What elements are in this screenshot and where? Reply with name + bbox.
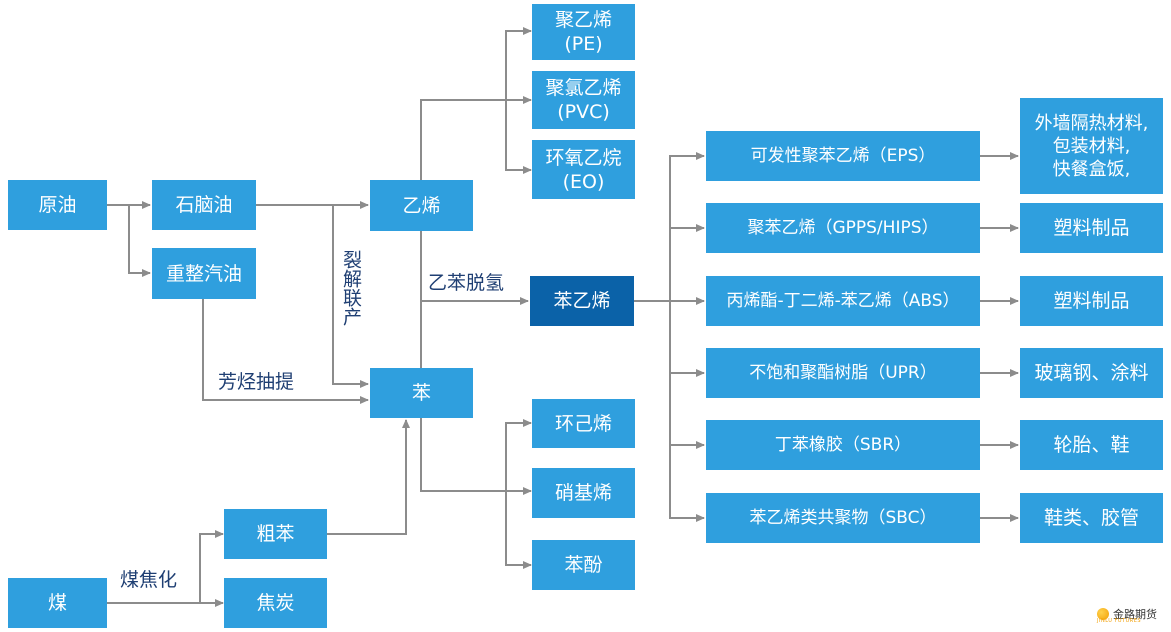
node-eo: 环氧乙烷 (EO) bbox=[532, 140, 635, 199]
label-coal-coking: 煤焦化 bbox=[120, 569, 178, 591]
node-coke: 焦炭 bbox=[224, 578, 327, 628]
use-upr: 玻璃钢、涂料 bbox=[1020, 348, 1163, 398]
label-aromatic-extraction: 芳烃抽提 bbox=[218, 371, 295, 393]
node-eps: 可发性聚苯乙烯（EPS） bbox=[706, 131, 980, 181]
node-sbr: 丁苯橡胶（SBR） bbox=[706, 420, 980, 470]
node-cyclohexene: 环己烯 bbox=[532, 399, 635, 448]
watermark-logo: 金路期货 JINLU FUTURES bbox=[1097, 604, 1157, 624]
use-sbr: 轮胎、鞋 bbox=[1020, 420, 1163, 470]
label-cracking: 裂解联产 bbox=[340, 250, 362, 326]
node-reformed-gasoline: 重整汽油 bbox=[152, 248, 256, 299]
node-naphtha: 石脑油 bbox=[152, 180, 256, 230]
node-crude-benzene: 粗苯 bbox=[224, 509, 327, 559]
node-abs: 丙烯酯-丁二烯-苯乙烯（ABS） bbox=[706, 276, 980, 326]
use-gpps: 塑料制品 bbox=[1020, 203, 1163, 253]
node-benzene: 苯 bbox=[370, 368, 473, 418]
watermark-subtext: JINLU FUTURES bbox=[1097, 618, 1142, 624]
label-ethylbenzene-dehydrogenation: 乙苯脱氢 bbox=[428, 272, 505, 294]
node-phenol: 苯酚 bbox=[532, 540, 635, 590]
node-upr: 不饱和聚酯树脂（UPR） bbox=[706, 348, 980, 398]
node-gpps: 聚苯乙烯（GPPS/HIPS） bbox=[706, 203, 980, 253]
node-ethylene: 乙烯 bbox=[370, 180, 473, 231]
use-eps: 外墙隔热材料, 包装材料, 快餐盒饭, bbox=[1020, 98, 1163, 194]
node-crude-oil: 原油 bbox=[8, 180, 107, 230]
node-nitro: 硝基烯 bbox=[532, 468, 635, 518]
logo-icon bbox=[1097, 608, 1109, 620]
watermark-text: 金路期货 bbox=[1113, 608, 1157, 621]
node-sbc: 苯乙烯类共聚物（SBC） bbox=[706, 493, 980, 543]
node-pe: 聚乙烯 (PE) bbox=[532, 4, 635, 60]
use-sbc: 鞋类、胶管 bbox=[1020, 493, 1163, 543]
node-coal: 煤 bbox=[8, 578, 107, 628]
use-abs: 塑料制品 bbox=[1020, 276, 1163, 326]
node-pvc: 聚氯乙烯 (PVC) bbox=[532, 71, 635, 129]
node-styrene: 苯乙烯 bbox=[530, 276, 634, 326]
